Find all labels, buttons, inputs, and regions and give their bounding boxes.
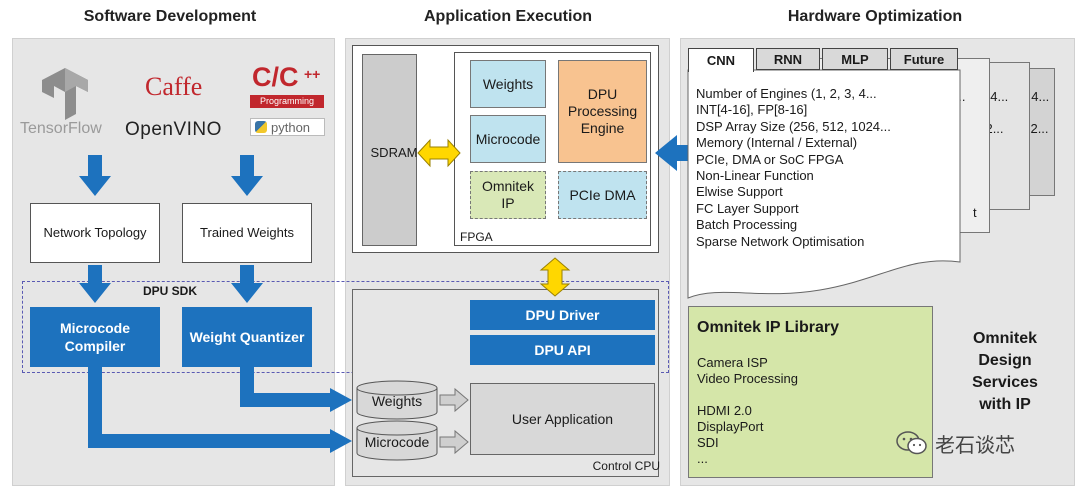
- wechat-icon: [896, 431, 927, 455]
- ip-library-item: DisplayPort: [697, 419, 764, 434]
- network-topology-box: Network Topology: [30, 203, 160, 263]
- ip-library-item: HDMI 2.0: [697, 403, 752, 418]
- ip-library-item: SDI: [697, 435, 719, 450]
- spec-list: Number of Engines (1, 2, 3, 4... INT[4-1…: [696, 86, 956, 250]
- ip-library-item: Video Processing: [697, 371, 798, 386]
- ip-library-list: Camera ISP Video Processing HDMI 2.0 Dis…: [697, 355, 798, 467]
- c-cpp-text: C/C: [252, 62, 299, 92]
- spec-item: INT[4-16], FP[8-16]: [696, 102, 808, 118]
- weights-db-label: Weights: [371, 393, 423, 409]
- ip-library-item: Camera ISP: [697, 355, 768, 370]
- back-sheet-3-line: , 4...: [1024, 89, 1050, 104]
- weights-db-top: [356, 380, 438, 396]
- microcode-db-label: Microcode: [364, 434, 430, 450]
- spec-item: Batch Processing: [696, 217, 798, 233]
- microcode-db-top: [356, 420, 438, 436]
- sdram-bar: [362, 54, 417, 246]
- spec-item: Elwise Support: [696, 184, 783, 200]
- down-arrow-icon: [79, 155, 263, 303]
- double-arrow-icon: [417, 138, 461, 168]
- fpga-label: FPGA: [460, 230, 493, 244]
- fpga-weights-box: Weights: [470, 60, 546, 108]
- spec-item: Sparse Network Optimisation: [696, 233, 865, 249]
- trained-weights-box: Trained Weights: [182, 203, 312, 263]
- caffe-logo: Caffe: [145, 72, 203, 101]
- programming-badge: Programming: [250, 95, 324, 108]
- weights-db-body: [356, 388, 438, 420]
- user-application-box: User Application: [470, 383, 655, 455]
- header-application-execution: Application Execution: [423, 8, 592, 25]
- c-cpp-logo: C/C ++ Programming: [250, 62, 330, 120]
- c-cpp-plus: ++: [304, 66, 321, 82]
- tensorflow-logo: TensorFlow: [20, 62, 110, 142]
- microcode-compiler-box: Microcode Compiler: [30, 307, 160, 367]
- tensorflow-icon: [42, 68, 88, 120]
- header-software-development: Software Development: [83, 8, 257, 25]
- double-arrow-icon: [539, 257, 571, 297]
- dpu-api-box: DPU API: [470, 335, 655, 365]
- spec-item: DSP Array Size (256, 512, 1024...: [696, 118, 891, 134]
- ip-library-title: Omnitek IP Library: [697, 319, 839, 336]
- spec-item: Memory (Internal / External): [696, 135, 858, 151]
- sdram-label: SDRAM: [370, 144, 418, 160]
- python-icon: [255, 121, 267, 133]
- gray-arrow-icon: [439, 429, 469, 455]
- tab-rnn[interactable]: RNN: [756, 48, 820, 70]
- tab-mlp[interactable]: MLP: [822, 48, 888, 70]
- python-logo: python: [250, 118, 325, 136]
- services-line: Design: [978, 352, 1032, 369]
- tensorflow-label: TensorFlow: [20, 120, 102, 137]
- design-services-text: Omnitek Design Services with IP: [945, 328, 1065, 416]
- ip-library-spacer: [697, 387, 798, 403]
- spec-item: PCIe, DMA or SoC FPGA: [696, 151, 844, 167]
- pcie-dma-box: PCIe DMA: [558, 171, 647, 219]
- back-sheet-1-line: t: [973, 205, 977, 220]
- tab-cnn[interactable]: CNN: [688, 48, 754, 72]
- watermark: 老石谈芯: [895, 428, 1065, 458]
- spec-item: Number of Engines (1, 2, 3, 4...: [696, 86, 877, 101]
- omnitek-ip-box: Omnitek IP: [470, 171, 546, 219]
- watermark-text: 老石谈芯: [935, 434, 1015, 457]
- dpu-engine-box: DPU Processing Engine: [558, 60, 647, 163]
- services-line: Services: [972, 374, 1038, 391]
- tab-future[interactable]: Future: [890, 48, 958, 70]
- gray-arrow-icon: [439, 387, 469, 413]
- spec-item: Non-Linear Function: [696, 168, 814, 184]
- services-line: Omnitek: [972, 330, 1037, 347]
- openvino-logo: OpenVINO: [125, 119, 222, 140]
- python-label: python: [271, 119, 311, 135]
- ip-library-box: Omnitek IP Library Camera ISP Video Proc…: [688, 306, 933, 478]
- spec-item: FC Layer Support: [696, 200, 799, 216]
- left-arrow-icon: [655, 135, 690, 171]
- dpu-sdk-label: DPU SDK: [142, 284, 197, 298]
- weight-quantizer-box: Weight Quantizer: [182, 307, 312, 367]
- control-cpu-label: Control CPU: [592, 459, 660, 473]
- dpu-sdk-region: [22, 281, 669, 373]
- fpga-microcode-box: Microcode: [470, 115, 546, 163]
- microcode-db-body: [356, 428, 438, 461]
- services-line: with IP: [979, 396, 1031, 413]
- dpu-driver-box: DPU Driver: [470, 300, 655, 330]
- header-hardware-optimization: Hardware Optimization: [787, 8, 963, 25]
- ip-library-item: ...: [697, 451, 708, 466]
